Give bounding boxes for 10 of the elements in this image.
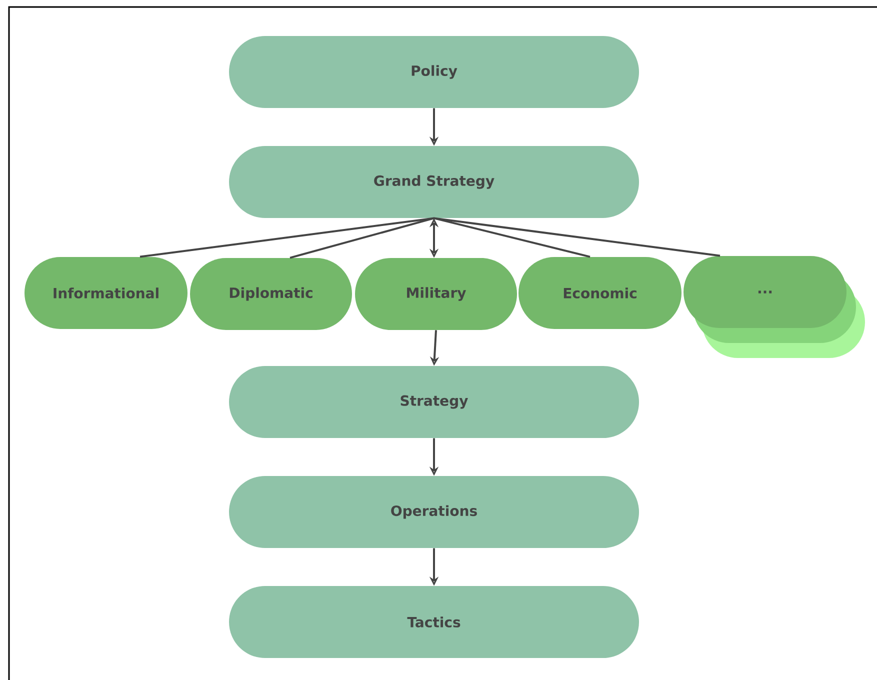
stage-box: Grand Strategy bbox=[229, 146, 639, 218]
domain-box: Informational bbox=[24, 257, 188, 329]
stage-box: Operations bbox=[229, 476, 639, 548]
domain-box: Military bbox=[355, 258, 517, 330]
domain-box: ... bbox=[684, 256, 846, 328]
stage-box: Strategy bbox=[229, 366, 639, 438]
domain-box: Diplomatic bbox=[190, 258, 352, 330]
stage-box: Policy bbox=[229, 36, 639, 108]
stage-box: Tactics bbox=[229, 586, 639, 658]
domain-box: Economic bbox=[518, 257, 682, 329]
